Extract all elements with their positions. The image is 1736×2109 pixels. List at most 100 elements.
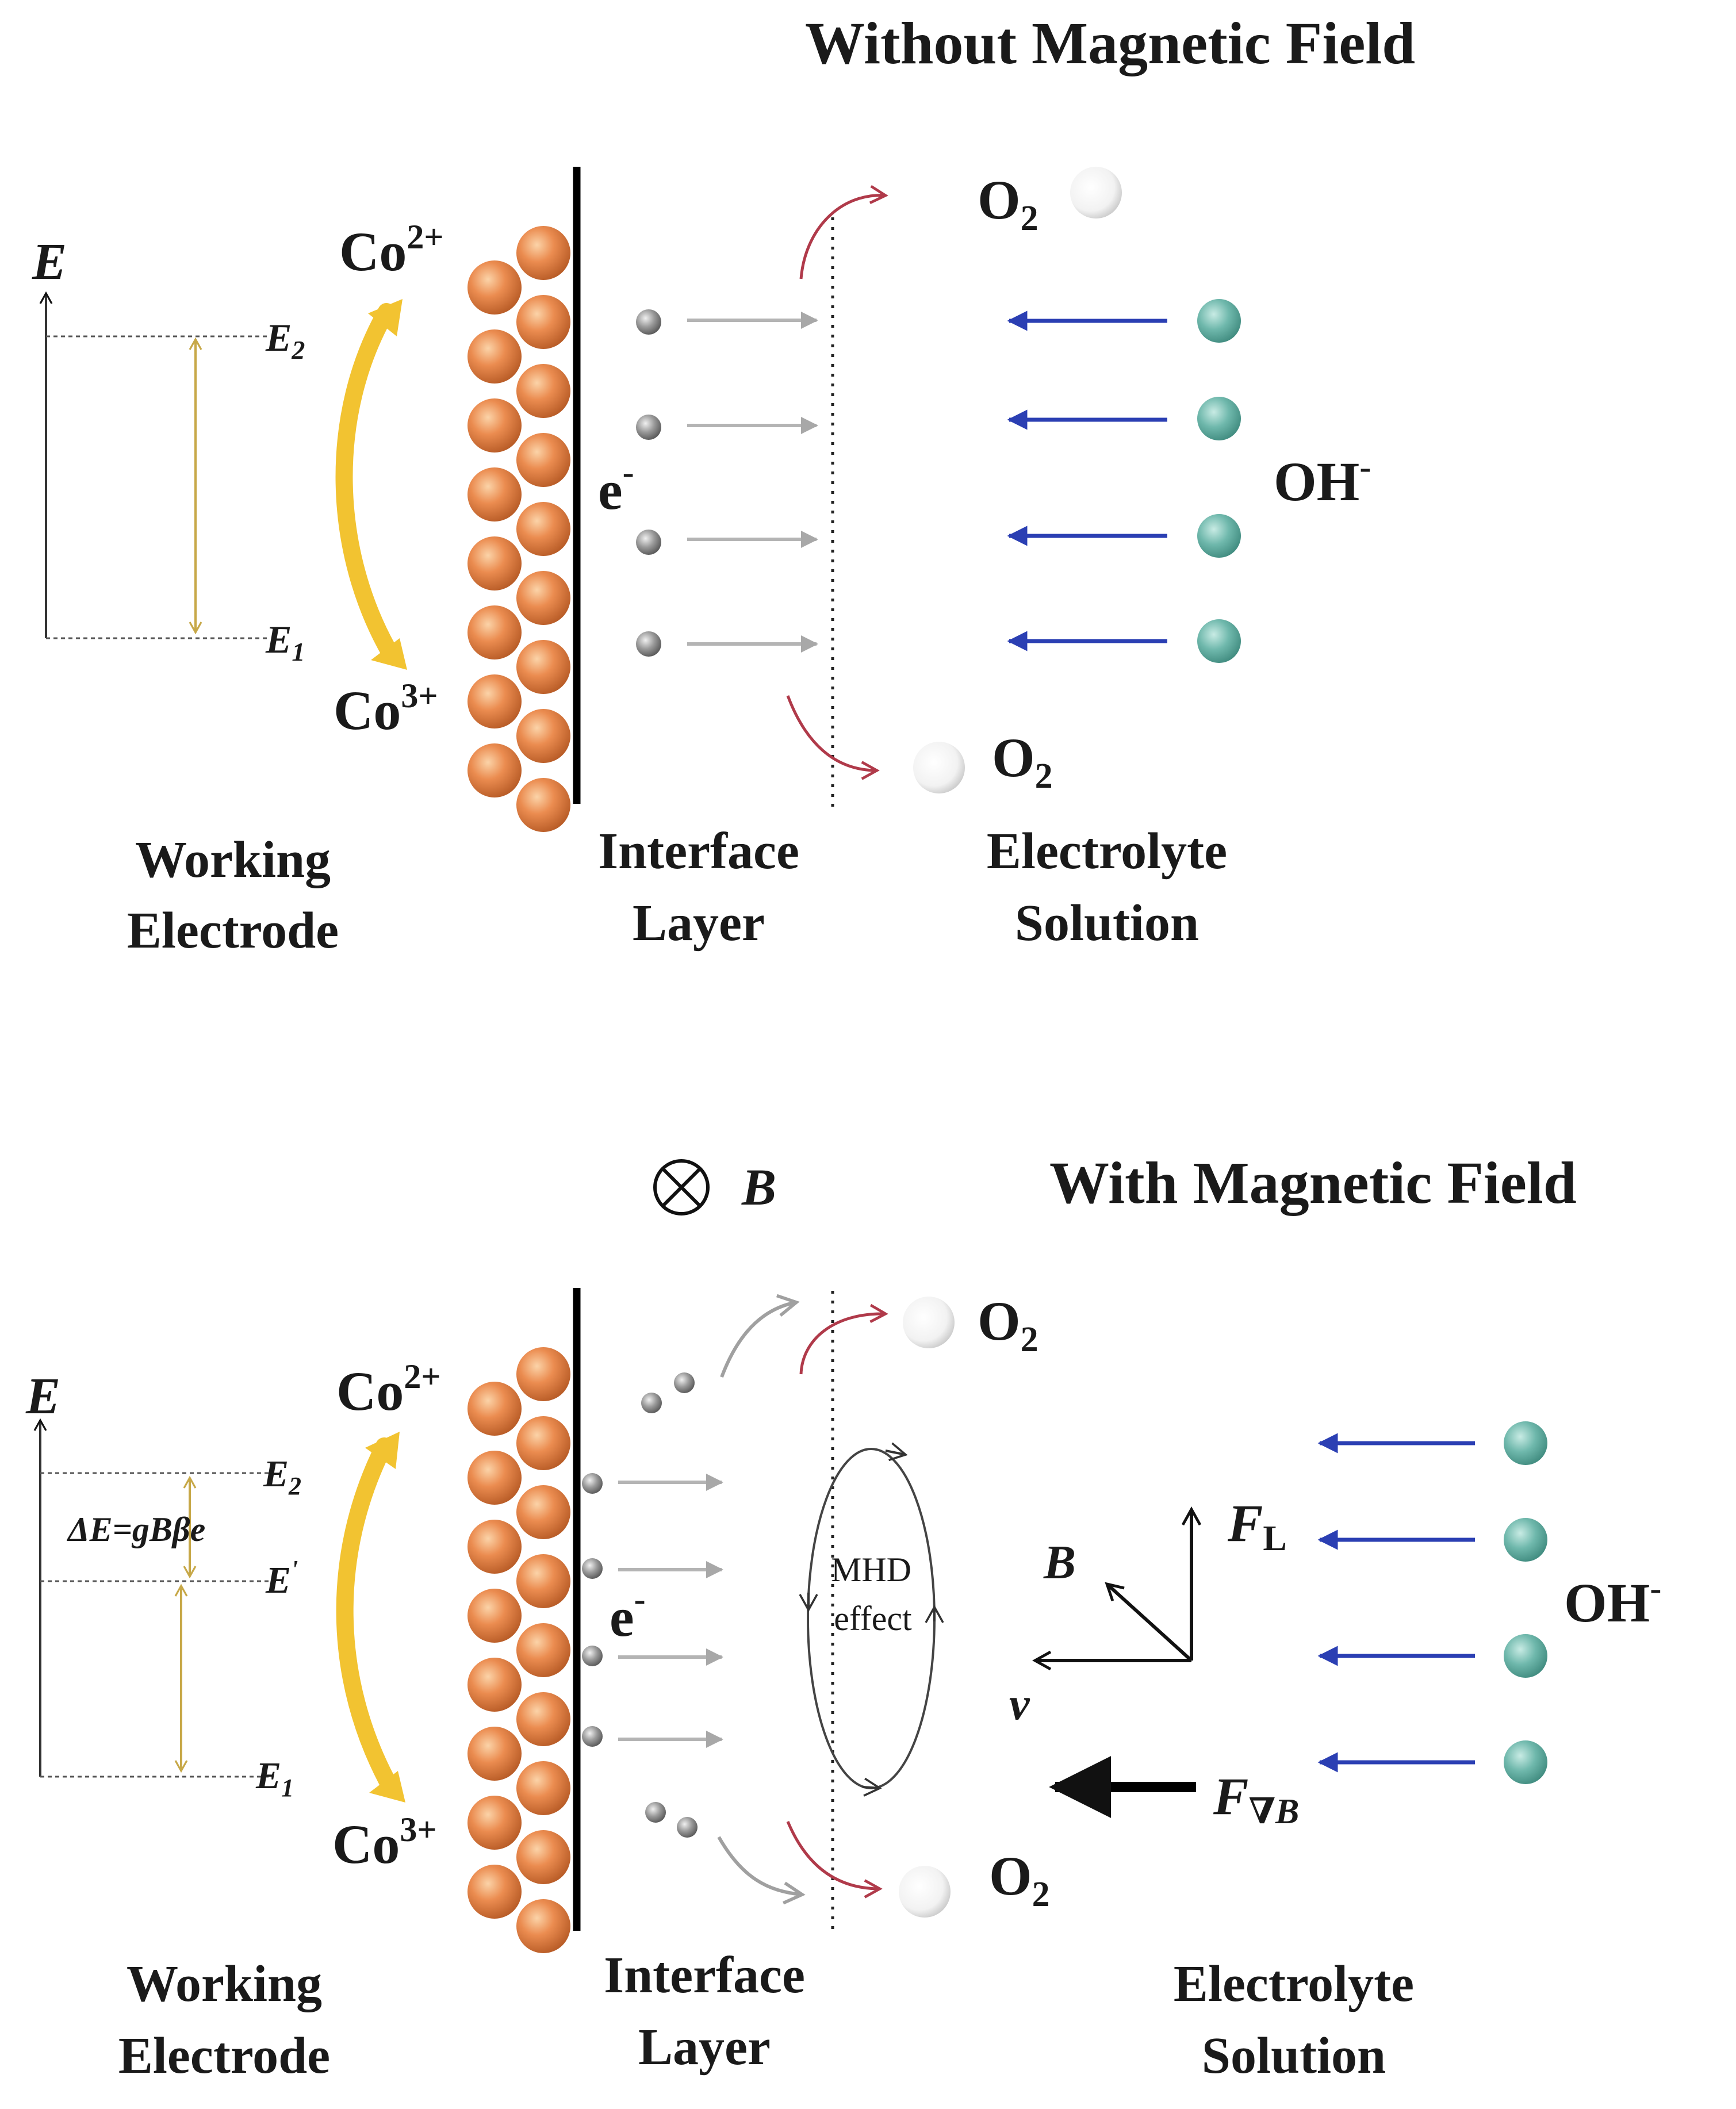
bottom-cobalt-ion	[467, 1451, 522, 1505]
bottom-cobalt-ion	[467, 1589, 522, 1643]
top-o2-label-upper: O2	[978, 169, 1038, 238]
bottom-working-electrode-label-1: Working	[127, 1955, 322, 2012]
bottom-electron-flow	[582, 1294, 806, 1905]
bottom-co2-label: Co2+	[336, 1358, 441, 1422]
top-valence-arrow	[335, 303, 401, 665]
top-electron	[636, 309, 661, 335]
top-o2-release-arrow-lower	[786, 695, 880, 780]
top-hydroxide-ion	[1197, 619, 1241, 663]
bottom-o2-release-arrow-upper	[799, 1303, 888, 1375]
top-cobalt-ion	[516, 295, 570, 349]
top-cobalt-ion	[516, 571, 570, 625]
bottom-electron-pair	[677, 1817, 698, 1838]
top-hydroxide-flow	[1007, 299, 1241, 663]
bottom-electron	[582, 1558, 603, 1579]
top-axis-label: E	[32, 233, 67, 290]
bottom-cobalt-ion	[516, 1485, 570, 1539]
top-valence-arrow-head-up	[368, 299, 403, 336]
bottom-cobalt-ion	[467, 1382, 522, 1436]
lorentz-force-label: FL	[1227, 1494, 1287, 1558]
top-o2-bubble-lower	[913, 742, 965, 793]
bottom-o2-label-upper: O2	[978, 1290, 1038, 1359]
bottom-hydroxide-ion	[1504, 1518, 1547, 1562]
bottom-electron-pair	[674, 1372, 695, 1393]
bottom-electron-curve-arrow-upper	[720, 1294, 800, 1378]
top-cobalt-ion	[516, 226, 570, 280]
bottom-cobalt-ion	[516, 1899, 570, 1953]
bottom-o2-bubble-lower	[899, 1866, 951, 1918]
top-cobalt-ion	[467, 605, 522, 659]
bottom-cobalt-ion-stack	[467, 1347, 570, 1953]
top-co2-label: Co2+	[339, 218, 444, 282]
mhd-loop-arrow	[862, 1777, 882, 1797]
top-cobalt-ion	[516, 709, 570, 763]
top-hydroxide-label: OH-	[1274, 448, 1371, 512]
top-panel: Without Magnetic Field E E2 E1 Co2+ Co3+…	[32, 10, 1415, 959]
bottom-valence-arrow-head-up	[365, 1432, 400, 1469]
bottom-electron	[582, 1646, 603, 1666]
bottom-cobalt-ion	[516, 1761, 570, 1815]
top-cobalt-ion-stack	[467, 226, 570, 832]
top-electrolyte-label-2: Solution	[1015, 895, 1199, 952]
bottom-cobalt-ion	[467, 1796, 522, 1850]
zeeman-equation: ΔE=gBβe	[67, 1510, 205, 1548]
b-vector-label: B	[1043, 1536, 1076, 1589]
bottom-electron-pair	[645, 1802, 666, 1823]
gradient-force-label: F∇B	[1213, 1767, 1299, 1831]
bottom-cobalt-ion	[467, 1658, 522, 1712]
bottom-electron-curve-arrow-lower	[717, 1836, 806, 1905]
top-electron	[636, 415, 661, 440]
bottom-level-emid-label: E'	[265, 1555, 298, 1601]
top-o2-label-lower: O2	[992, 727, 1053, 796]
top-title: Without Magnetic Field	[805, 10, 1415, 76]
top-hydroxide-ion	[1197, 397, 1241, 440]
top-working-electrode-label-1: Working	[135, 831, 331, 888]
v-vector-label: v	[1009, 1679, 1030, 1730]
top-hydroxide-ion	[1197, 299, 1241, 343]
top-o2-bubble-upper	[1070, 167, 1122, 218]
bottom-electron-pair	[641, 1393, 662, 1413]
bottom-o2-release-arrow-lower	[786, 1821, 883, 1899]
force-vector-diagram	[1032, 1506, 1202, 1818]
bottom-hydroxide-ion	[1504, 1634, 1547, 1678]
bottom-valence-arrow-head-down	[369, 1771, 405, 1803]
top-hydroxide-ion	[1197, 514, 1241, 558]
bottom-interface-layer-label-1: Interface	[604, 1947, 805, 2004]
top-working-electrode-label-2: Electrode	[127, 902, 339, 959]
bottom-o2-bubble-upper	[903, 1297, 955, 1348]
bottom-cobalt-ion	[516, 1416, 570, 1470]
bottom-valence-arrow	[336, 1437, 400, 1797]
top-cobalt-ion	[516, 778, 570, 832]
top-co3-label: Co3+	[334, 677, 438, 741]
bottom-hydroxide-flow	[1317, 1421, 1547, 1784]
bottom-axis-label: E	[25, 1368, 60, 1425]
top-electron-flow	[636, 309, 818, 657]
bottom-cobalt-ion	[467, 1865, 522, 1919]
top-electron	[636, 631, 661, 657]
b-field-vector	[1105, 1582, 1193, 1662]
top-cobalt-ion	[467, 398, 522, 453]
top-o2-release-arrow-upper	[799, 185, 888, 279]
top-interface-layer-label-2: Layer	[633, 895, 765, 952]
magnetic-field-into-page-icon	[653, 1159, 710, 1215]
top-cobalt-ion	[467, 536, 522, 590]
top-electrolyte-label-1: Electrolyte	[987, 823, 1227, 880]
bottom-cobalt-ion	[516, 1692, 570, 1746]
top-cobalt-ion	[516, 364, 570, 418]
top-cobalt-ion	[467, 467, 522, 522]
bottom-cobalt-ion	[516, 1554, 570, 1608]
bottom-panel: With Magnetic Field B E E2 E' E1 ΔE=gBβe…	[25, 1150, 1661, 2084]
bottom-title: With Magnetic Field	[1049, 1150, 1577, 1216]
top-cobalt-ion	[516, 640, 570, 694]
bottom-cobalt-ion	[516, 1830, 570, 1884]
bottom-hydroxide-ion	[1504, 1421, 1547, 1465]
bottom-working-electrode-label-2: Electrode	[118, 2027, 330, 2084]
top-cobalt-ion	[467, 743, 522, 797]
bottom-electron	[582, 1726, 603, 1747]
bottom-cobalt-ion	[516, 1347, 570, 1401]
top-interface-layer-label-1: Interface	[598, 823, 799, 880]
mhd-label-2: effect	[834, 1600, 912, 1638]
bottom-interface-layer-label-2: Layer	[638, 2019, 771, 2076]
bottom-cobalt-ion	[516, 1623, 570, 1677]
